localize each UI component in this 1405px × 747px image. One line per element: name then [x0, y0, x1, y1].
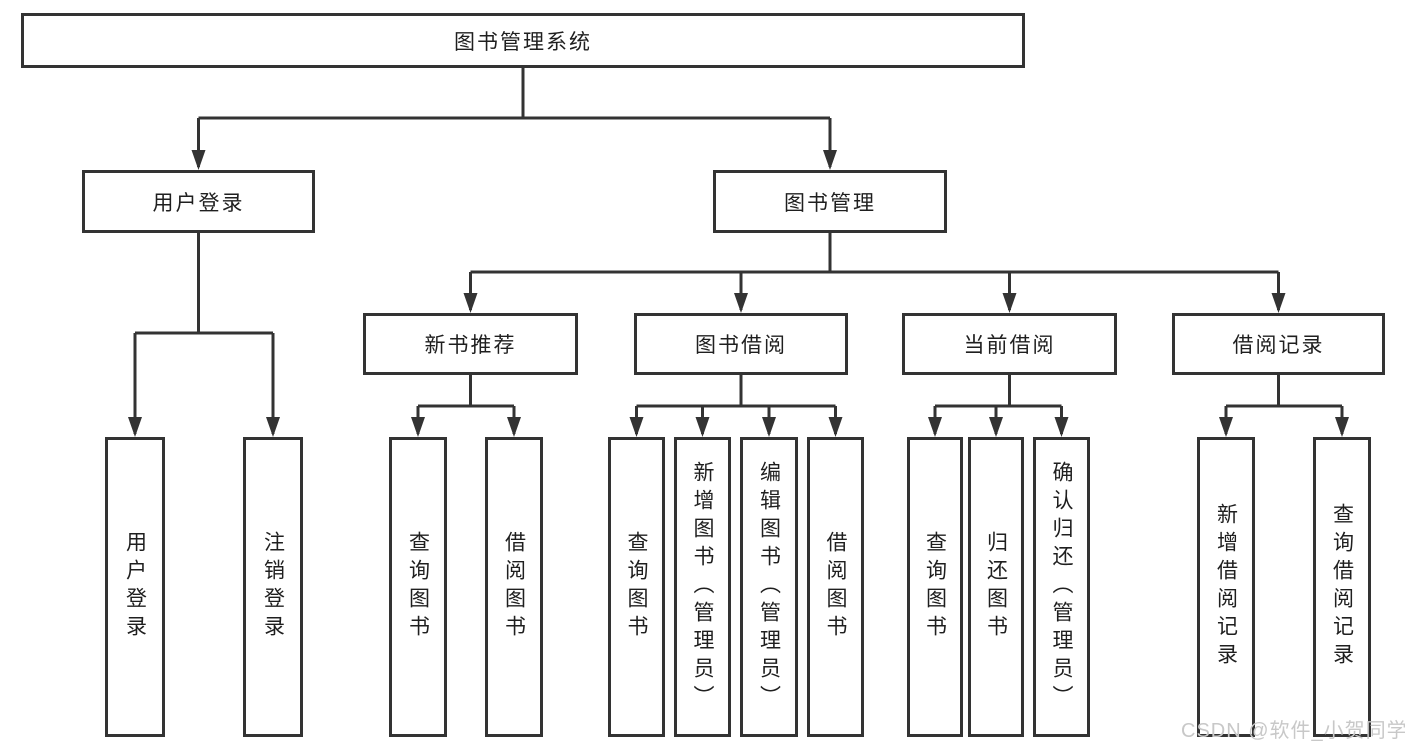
leaf-query-books-current: 查询图书: [907, 437, 963, 737]
leaf-confirm-return-admin: 确认归还（管理员）: [1033, 437, 1090, 737]
node-borrowing-records: 借阅记录: [1172, 313, 1385, 375]
csdn-watermark: CSDN @软件_小贺同学: [1181, 720, 1405, 742]
leaf-add-borrow-record: 新增借阅记录: [1197, 437, 1255, 737]
leaf-borrow-books-recommendation: 借阅图书: [485, 437, 543, 737]
node-book-borrowing: 图书借阅: [634, 313, 848, 375]
leaf-query-books-recommendation: 查询图书: [389, 437, 447, 737]
leaf-add-book-admin: 新增图书（管理员）: [674, 437, 731, 737]
connector-arrowheads: [128, 150, 1349, 437]
connector-lines: [133, 68, 1344, 434]
leaf-user-login: 用户登录: [105, 437, 165, 737]
node-user-login: 用户登录: [82, 170, 315, 233]
leaf-query-books-borrowing: 查询图书: [608, 437, 665, 737]
leaf-borrow-books: 借阅图书: [807, 437, 864, 737]
leaf-query-borrow-record: 查询借阅记录: [1313, 437, 1371, 737]
leaf-return-book: 归还图书: [968, 437, 1024, 737]
leaf-logout: 注销登录: [243, 437, 303, 737]
node-library-management-system: 图书管理系统: [21, 13, 1025, 68]
leaf-edit-book-admin: 编辑图书（管理员）: [740, 437, 798, 737]
node-book-management: 图书管理: [713, 170, 947, 233]
node-new-book-recommendation: 新书推荐: [363, 313, 578, 375]
node-current-borrowing: 当前借阅: [902, 313, 1117, 375]
